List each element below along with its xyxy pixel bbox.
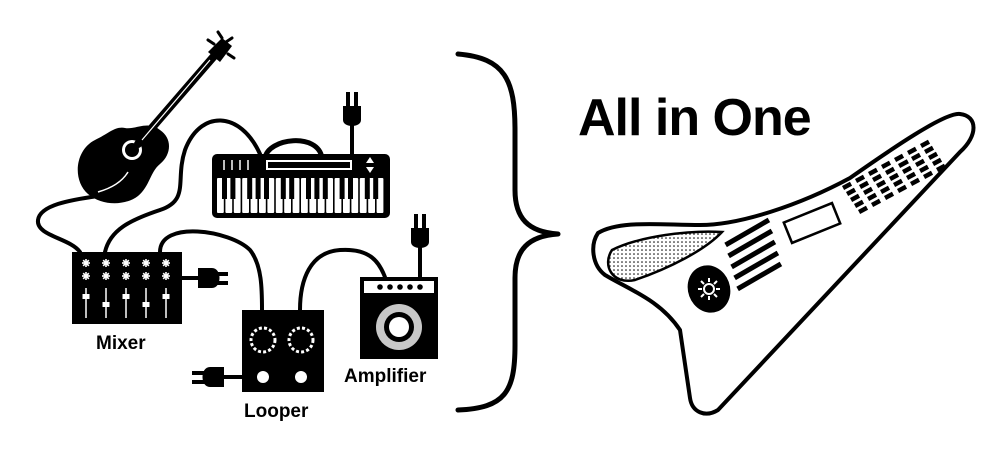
mixer-knob — [122, 272, 130, 280]
keyboard-key — [348, 178, 353, 199]
fret-button — [849, 193, 861, 202]
fret-button — [876, 179, 887, 188]
fret-button — [894, 153, 905, 162]
speaker-slot — [727, 228, 774, 259]
mixer-fader — [102, 302, 110, 307]
fret-button — [842, 181, 853, 190]
keyboard-key — [222, 178, 227, 199]
mixer-knob — [162, 259, 170, 267]
keyboard-key — [364, 178, 370, 199]
mixer-knob — [162, 272, 170, 280]
keyboard-synth-icon — [212, 92, 390, 218]
power-plug-icon — [192, 367, 242, 387]
page-title: All in One — [578, 89, 812, 147]
mixer-knob — [142, 272, 150, 280]
speaker-slot — [733, 250, 780, 281]
guitar-to-mixer-cable — [36, 194, 100, 254]
fret-button — [858, 205, 869, 214]
fret-button — [907, 146, 918, 155]
looper-pedal-icon — [192, 310, 324, 392]
fret-button — [863, 186, 874, 195]
mixer-knob — [102, 259, 110, 267]
amplifier-icon — [360, 214, 438, 359]
fret-button — [901, 165, 913, 174]
power-plug-icon — [182, 268, 228, 288]
keyboard-key — [373, 178, 379, 199]
mixer-label: Mixer — [96, 333, 146, 354]
fret-button — [880, 185, 891, 194]
fret-button — [866, 192, 878, 201]
fret-button — [888, 172, 900, 181]
fret-button — [919, 139, 931, 148]
fret-button — [883, 191, 895, 200]
mixer-to-looper-cable — [158, 229, 264, 312]
keyboard-key — [233, 178, 241, 213]
mixer-icon — [72, 252, 228, 324]
fret-button — [914, 158, 926, 167]
mixer-knob — [102, 272, 110, 280]
mixer-knob — [122, 259, 130, 267]
fret-button — [871, 198, 882, 207]
keyboard-key — [306, 178, 311, 199]
speaker-slot — [736, 261, 783, 292]
keyboard-key — [339, 178, 345, 199]
keyboard-key — [255, 178, 261, 199]
fret-button — [931, 157, 943, 166]
keyboard-key — [230, 178, 236, 199]
fret-button — [868, 167, 879, 176]
fret-button — [919, 164, 930, 173]
keyboard-key — [351, 178, 359, 213]
fret-button — [897, 159, 909, 168]
keyboard-key — [247, 178, 253, 199]
speaker-slot — [724, 217, 771, 248]
mixer-knob — [82, 259, 90, 267]
fret-button — [928, 151, 939, 160]
keyboard-key — [264, 178, 269, 199]
keyboard-to-mixer-cable — [103, 118, 262, 254]
all-in-one-instrument-icon — [591, 111, 976, 416]
keyboard-key — [280, 178, 286, 199]
looper-to-amp-cable — [298, 247, 388, 312]
fret-button — [893, 178, 904, 187]
looper-label: Looper — [244, 401, 309, 422]
mixer-knob — [142, 259, 150, 267]
fret-button — [936, 163, 947, 172]
mixer-fader — [162, 294, 170, 299]
fret-button — [846, 187, 857, 196]
keyboard-key — [292, 178, 300, 213]
fret-button — [924, 145, 935, 154]
brace-icon — [455, 51, 561, 413]
cables — [36, 118, 388, 312]
mixer-fader — [82, 294, 90, 299]
power-plug-icon — [411, 214, 429, 277]
fret-button — [911, 152, 922, 161]
mixer-knob — [82, 272, 90, 280]
fret-button — [885, 166, 896, 175]
fret-button — [859, 180, 870, 189]
keyboard-key — [314, 178, 320, 199]
keyboard-key — [326, 178, 333, 213]
acoustic-guitar-icon — [77, 30, 236, 204]
keyboard-key — [289, 178, 295, 199]
fret-button — [905, 171, 917, 180]
fret-button — [854, 174, 866, 183]
fret-button — [897, 184, 908, 193]
keyboard-key — [376, 178, 384, 213]
speaker-slot — [730, 239, 777, 270]
fret-button — [909, 177, 921, 186]
keyboard-key — [322, 178, 328, 199]
power-plug-icon — [343, 92, 361, 155]
amplifier-label: Amplifier — [344, 366, 427, 387]
fret-button — [880, 160, 892, 169]
mixer-fader — [122, 294, 130, 299]
fret-button — [854, 199, 865, 208]
mixer-fader — [142, 302, 150, 307]
fret-button — [871, 173, 883, 182]
keyboard-key — [267, 178, 275, 213]
fret-button — [923, 170, 934, 179]
